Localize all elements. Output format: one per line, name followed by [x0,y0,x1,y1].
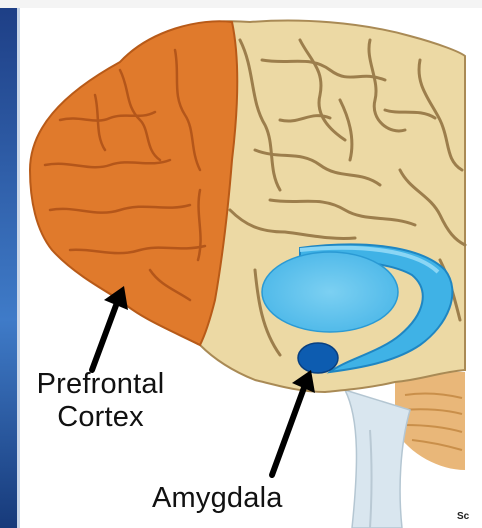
amygdala-arrow [272,385,305,475]
amygdala-label: Amygdala [152,482,283,515]
amygdala-structure [298,343,338,373]
left-photo-panel [0,8,17,528]
ventricle-lobe [262,252,398,332]
prefrontal-cortex [30,21,237,345]
prefrontal-label-line1: Prefrontal [8,368,193,401]
prefrontal-label-line2: Cortex [8,401,193,434]
prefrontal-cortex-label: Prefrontal Cortex [8,368,193,434]
prefrontal-arrow [92,300,118,370]
image-credit: Sc [457,511,469,522]
brainstem [345,390,410,528]
